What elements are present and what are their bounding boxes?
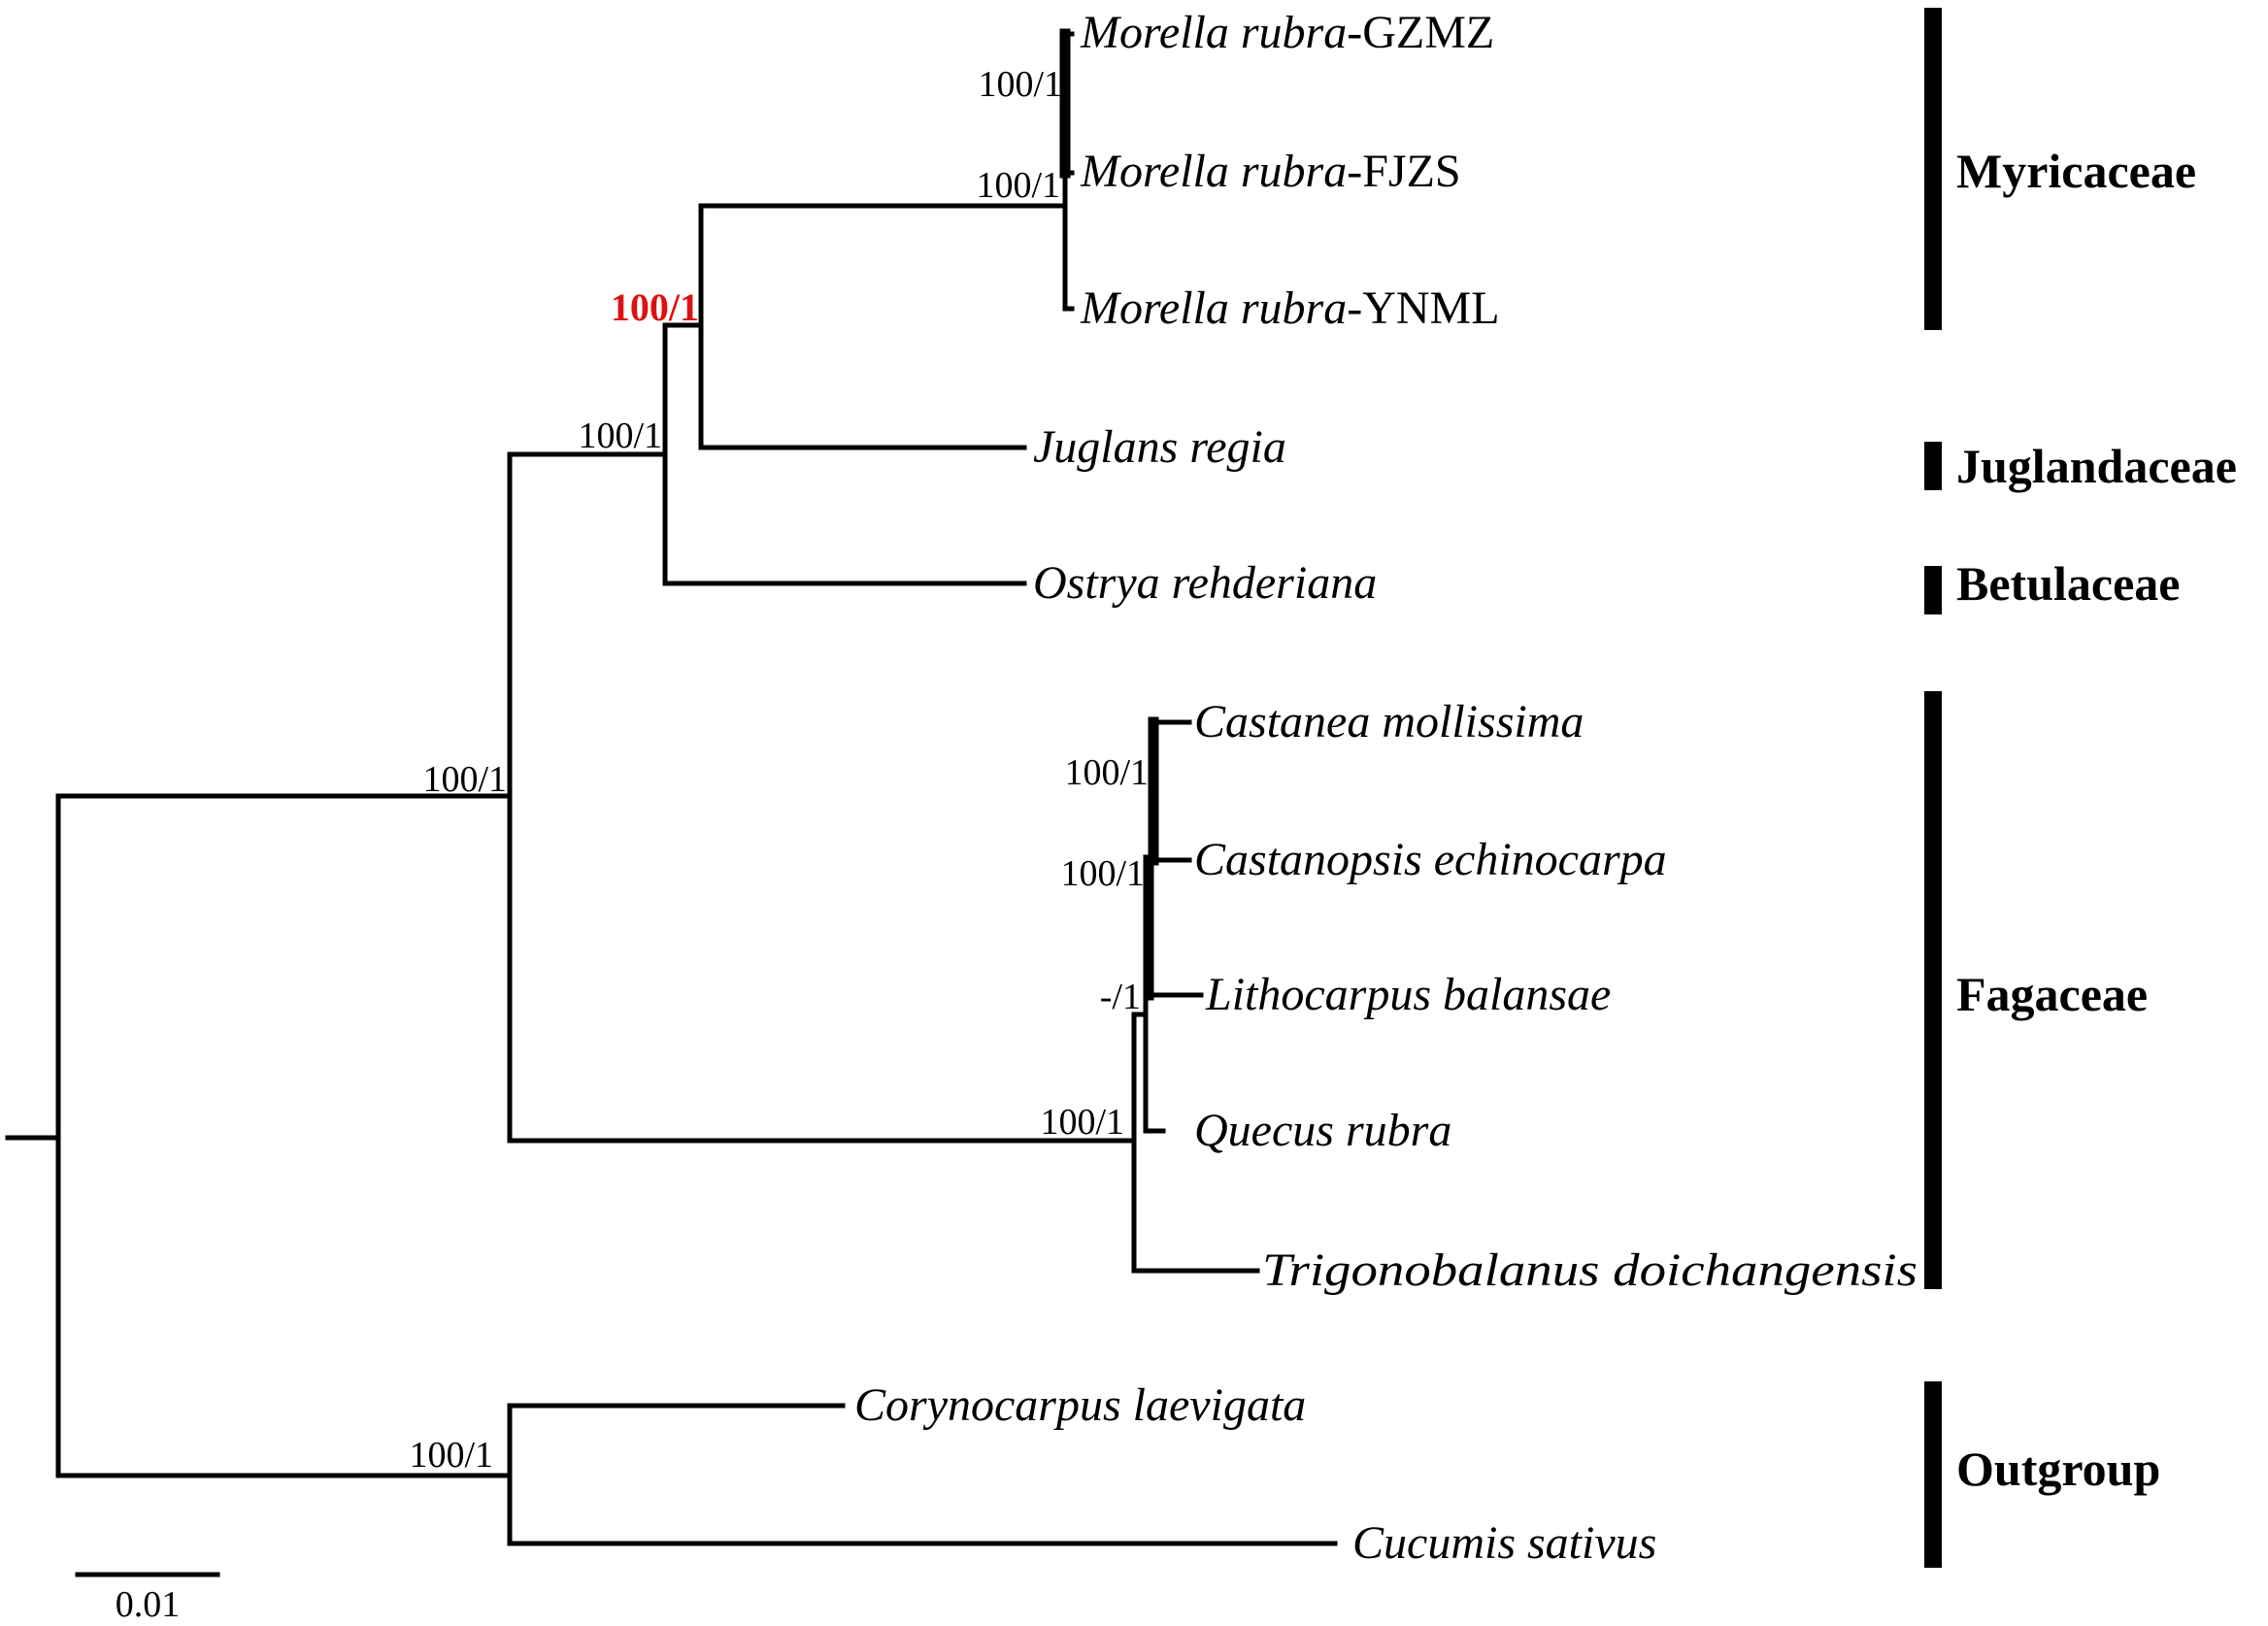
taxon-trigonobalanus-doichangensis: Trigonobalanus doichangensis (1262, 1244, 1918, 1296)
taxon-cucumis-sativus: Cucumis sativus (1352, 1517, 1656, 1569)
taxon-castanopsis-echinocarpa: Castanopsis echinocarpa (1194, 834, 1667, 885)
support-ingroup: 100/1 (422, 759, 507, 800)
taxon-corynocarpus-laevigata: Corynocarpus laevigata (854, 1379, 1306, 1431)
support-quercoid: -/1 (1100, 977, 1141, 1017)
clade-bar-fagaceae (1924, 691, 1942, 1289)
scale-bar: 0.01 (75, 1572, 220, 1625)
clade-bar-juglandaceae (1924, 442, 1942, 490)
support-fagales-core: 100/1 (578, 415, 662, 456)
support-fagaceae: 100/1 (1040, 1102, 1124, 1143)
support-castaneoideae: 100/1 (1060, 853, 1145, 894)
family-betulaceae: Betulaceae (1956, 556, 2180, 611)
support-morella-inner: 100/1 (978, 64, 1062, 105)
taxon-lithocarpus-balansae: Lithocarpus balansae (1205, 969, 1611, 1020)
clade-bar-betulaceae (1924, 566, 1942, 614)
family-fagaceae: Fagaceae (1956, 967, 2148, 1021)
taxon-ostrya-rehderiana: Ostrya rehderiana (1033, 557, 1377, 609)
family-myricaceae: Myricaceae (1956, 144, 2196, 198)
support-morella-clade: 100/1 (976, 165, 1060, 206)
clade-bar-myricaceae (1924, 8, 1942, 330)
support-values: 100/1 100/1 100/1 100/1 100/1 100/1 100/… (409, 64, 1149, 1476)
clade-bar-outgroup (1924, 1381, 1942, 1568)
taxon-morella-fjzs: Morella rubra-FJZS (1080, 146, 1461, 197)
taxon-labels: Morella rubra-GZMZ Morella rubra-FJZS Mo… (854, 7, 1918, 1569)
support-castanea-castanopsis: 100/1 (1064, 752, 1149, 793)
family-outgroup: Outgroup (1956, 1442, 2160, 1496)
clade-annotations: Myricaceae Juglandaceae Betulaceae Fagac… (1924, 8, 2237, 1568)
taxon-morella-ynml: Morella rubra-YNML (1080, 282, 1500, 334)
taxon-castanea-mollissima: Castanea mollissima (1194, 696, 1584, 747)
scale-bar-label: 0.01 (116, 1584, 181, 1625)
support-outgroup: 100/1 (409, 1435, 493, 1476)
taxon-juglans-regia: Juglans regia (1033, 421, 1286, 473)
taxon-quecus-rubra: Quecus rubra (1194, 1105, 1451, 1156)
taxon-morella-gzmz: Morella rubra-GZMZ (1080, 7, 1494, 58)
support-myr-jug-highlight: 100/1 (611, 285, 699, 329)
tree-branches (5, 28, 1338, 1546)
family-juglandaceae: Juglandaceae (1956, 439, 2237, 493)
